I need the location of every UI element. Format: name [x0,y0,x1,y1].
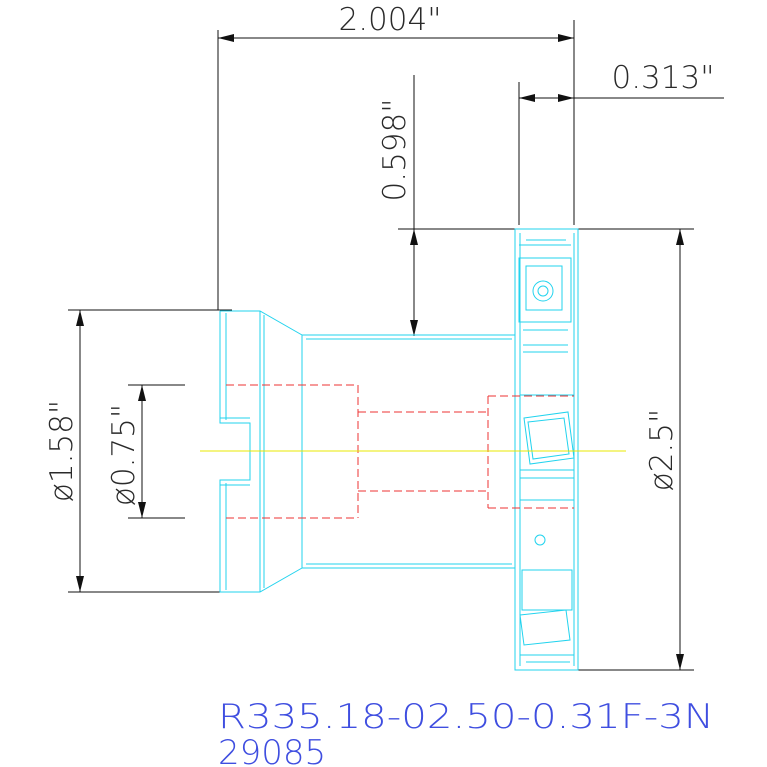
cutter-head [514,228,579,671]
dim-overall-length: 2.004" [217,2,575,311]
bore-diameter-label: ø0.75" [106,404,142,506]
insert-top [518,239,572,353]
insert-offset-label: 0.313" [611,60,714,96]
dim-step-offset: 0.598" [377,75,520,336]
dim-bore-diameter: ø0.75" [106,384,185,519]
dim-shank-diameter: ø1.58" [44,309,220,593]
insert-bottom [519,569,574,663]
title-block: R335.18-02.50-0.31F-3N 29085 [218,697,714,767]
dim-cutter-diameter: ø2.5" [578,228,694,671]
part-number: R335.18-02.50-0.31F-3N [218,697,714,737]
shank-flange [219,310,303,593]
cutter-diameter-label: ø2.5" [644,409,680,492]
shank-diameter-label: ø1.58" [44,400,80,502]
insert-middle [520,394,575,546]
dim-insert-offset: 0.313" [518,60,724,225]
hidden-bore-lines [226,384,574,519]
part-outline [219,228,579,671]
step-offset-label: 0.598" [377,98,413,201]
part-code: 29085 [218,733,326,767]
overall-length-label: 2.004" [338,2,441,38]
